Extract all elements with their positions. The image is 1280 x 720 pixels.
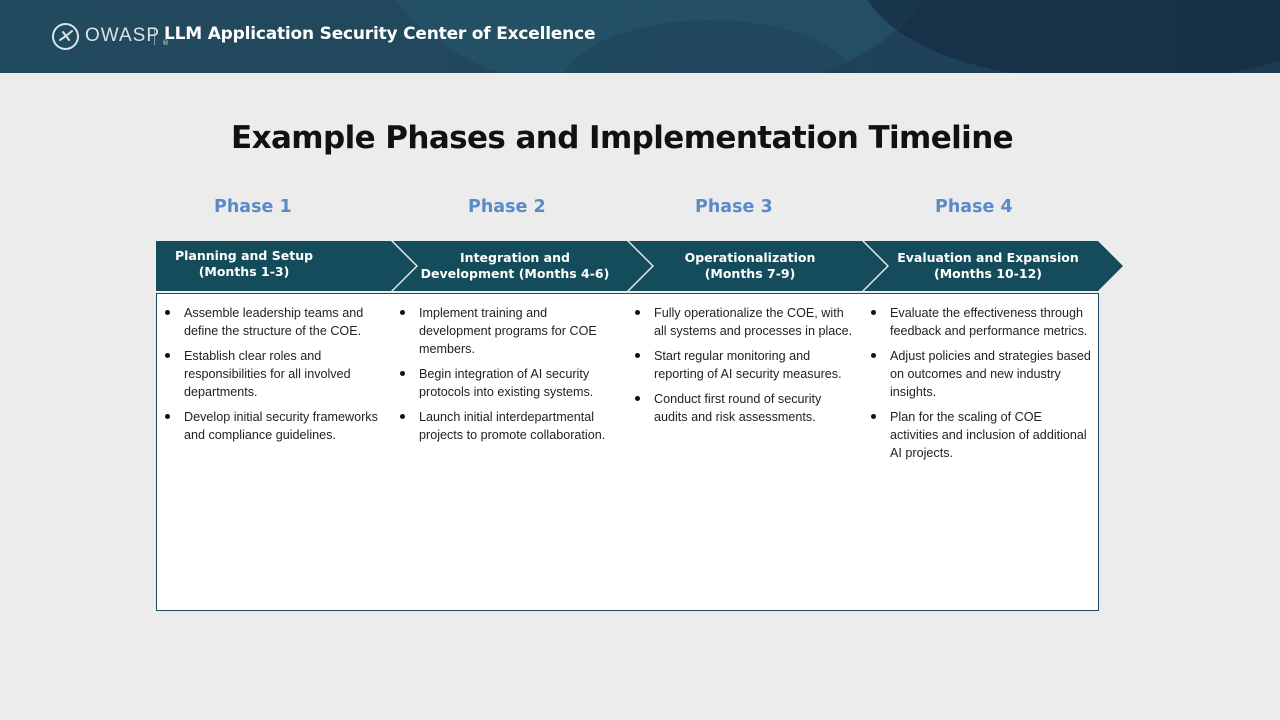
- phase-2-card: Implement training and development progr…: [392, 293, 628, 611]
- list-item: Start regular monitoring and reporting o…: [635, 347, 857, 383]
- chevron-phase-4-title: Evaluation and Expansion (Months 10-12): [886, 250, 1090, 288]
- phase-2-list: Implement training and development progr…: [400, 304, 621, 444]
- list-item: Develop initial security frameworks and …: [165, 408, 386, 444]
- list-item: Begin integration of AI security protoco…: [400, 365, 621, 401]
- chevron-phase-2: [393, 241, 652, 291]
- list-item: Launch initial interdepartmental project…: [400, 408, 621, 444]
- list-item: Implement training and development progr…: [400, 304, 621, 358]
- chevron-title-line: (Months 10-12): [934, 266, 1042, 281]
- logo-registered-mark: ®: [162, 39, 170, 47]
- phase-1-label: Phase 1: [214, 197, 292, 217]
- chevron-title-line: (Months 7-9): [704, 266, 796, 281]
- page-title: Example Phases and Implementation Timeli…: [231, 120, 1014, 156]
- chevron-title-line: Evaluation and Expansion: [897, 250, 1079, 265]
- owasp-logo[interactable]: OWASP ®: [52, 22, 169, 50]
- chevron-phase-4: [864, 241, 1123, 291]
- chevron-phase-1-title: Planning and Setup (Months 1-3): [156, 248, 332, 286]
- chevron-title-line: Development (Months 4-6): [420, 266, 610, 281]
- chevron-title-line: Planning and Setup: [174, 248, 314, 263]
- phase-4-label: Phase 4: [935, 197, 1013, 217]
- phase-3-label: Phase 3: [695, 197, 773, 217]
- list-item: Assemble leadership teams and define the…: [165, 304, 386, 340]
- header-title: LLM Application Security Center of Excel…: [164, 24, 596, 44]
- phase-4-list: Evaluate the effectiveness through feedb…: [871, 304, 1092, 462]
- chevron-title-line: Integration and: [460, 250, 570, 265]
- chevron-title-line: Operationalization: [684, 250, 816, 265]
- logo-text: OWASP: [85, 25, 161, 46]
- list-item: Plan for the scaling of COE activities a…: [871, 408, 1092, 462]
- header-divider: [154, 27, 155, 45]
- phase-3-card: Fully operationalize the COE, with all s…: [627, 293, 864, 611]
- chevron-phase-1: [156, 241, 416, 291]
- phase-1-list: Assemble leadership teams and define the…: [165, 304, 386, 444]
- list-item: Establish clear roles and responsibiliti…: [165, 347, 386, 401]
- header-bar: OWASP ® LLM Application Security Center …: [0, 0, 1280, 73]
- list-item: Fully operationalize the COE, with all s…: [635, 304, 857, 340]
- phase-3-list: Fully operationalize the COE, with all s…: [635, 304, 857, 426]
- chevron-phase-3-title: Operationalization (Months 7-9): [652, 250, 848, 288]
- chevron-title-line: (Months 1-3): [198, 264, 290, 279]
- list-item: Conduct first round of security audits a…: [635, 390, 857, 426]
- chevron-phase-2-title: Integration and Development (Months 4-6): [416, 250, 614, 288]
- phase-1-card: Assemble leadership teams and define the…: [156, 293, 393, 611]
- list-item: Adjust policies and strategies based on …: [871, 347, 1092, 401]
- list-item: Evaluate the effectiveness through feedb…: [871, 304, 1092, 340]
- chevron-phase-3: [629, 241, 887, 291]
- phase-2-label: Phase 2: [468, 197, 546, 217]
- owasp-wasp-icon: [52, 22, 79, 50]
- phase-4-card: Evaluate the effectiveness through feedb…: [863, 293, 1099, 611]
